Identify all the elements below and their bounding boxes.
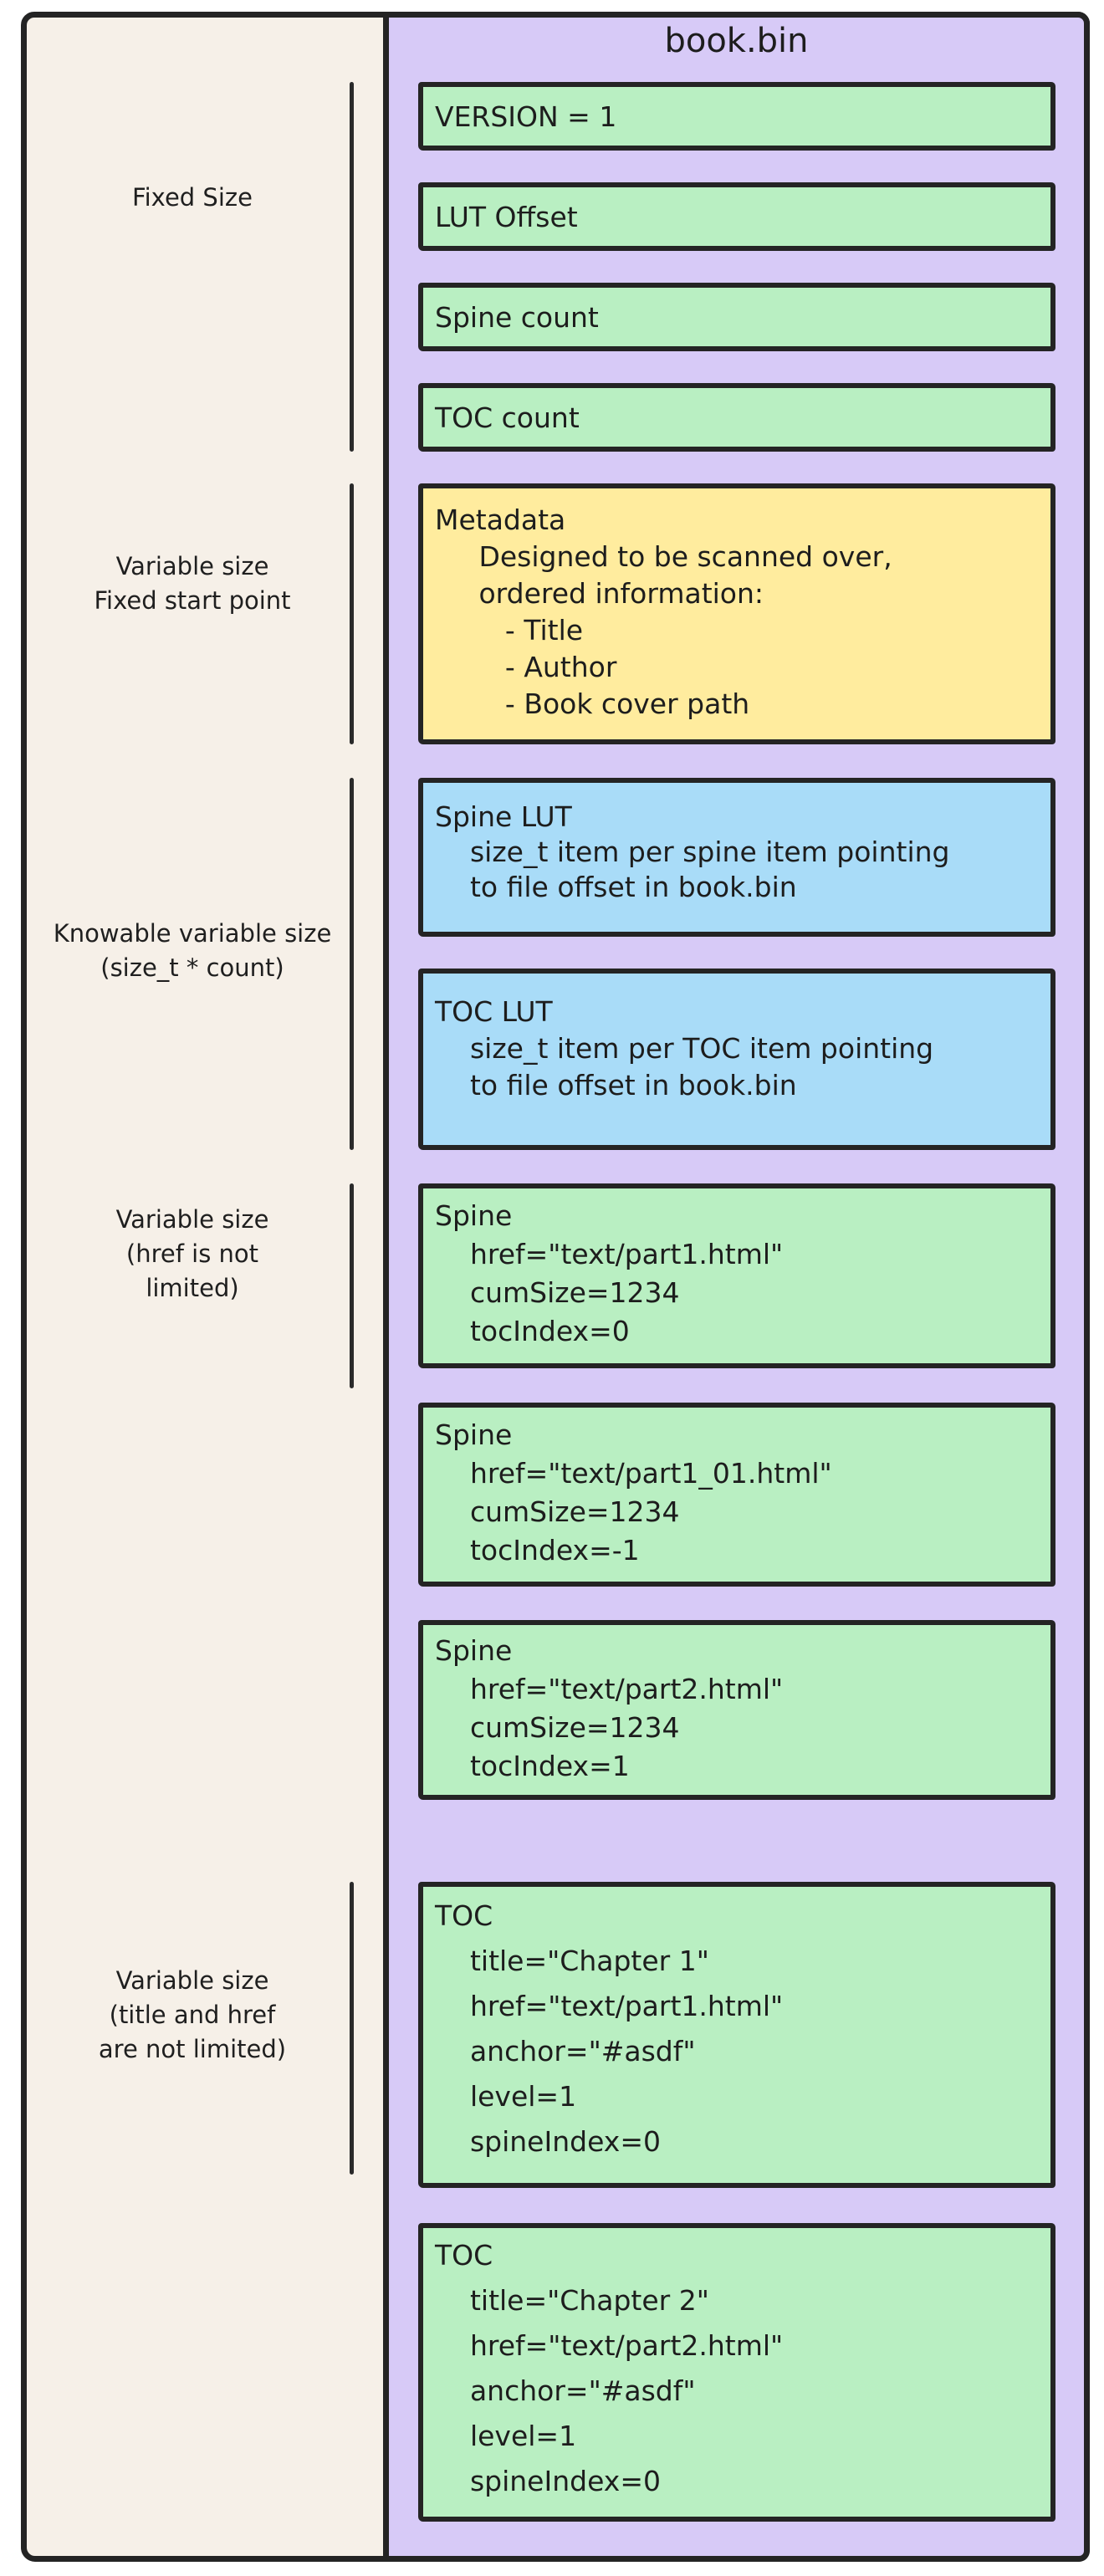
label-line: Fixed Size: [132, 183, 253, 212]
metadata-box: Metadata Designed to be scanned over, or…: [418, 483, 1055, 744]
box-line: tocIndex=-1: [435, 1534, 640, 1567]
section-bracket-variable-fixed-start: [350, 483, 354, 744]
box-line: size_t item per TOC item pointing: [435, 1032, 934, 1065]
spine-record-box-2: Spine href="text/part1_01.html" cumSize=…: [418, 1403, 1055, 1587]
box-line: href="text/part1.html": [435, 1238, 784, 1270]
toc-lut-box: TOC LUT size_t item per TOC item pointin…: [418, 969, 1055, 1150]
box-line: TOC: [435, 2239, 493, 2272]
box-line: title="Chapter 1": [435, 1945, 709, 1977]
label-line: Fixed start point: [94, 586, 291, 615]
label-line: (href is not: [125, 1239, 259, 1268]
box-line: Spine LUT: [435, 800, 572, 833]
section-label-fixed-size: Fixed Size: [33, 181, 351, 215]
box-line: TOC count: [435, 401, 580, 434]
box-line: TOC LUT: [435, 995, 553, 1028]
label-line: (size_t * count): [100, 953, 284, 982]
label-line: are not limited): [98, 2035, 287, 2063]
box-line: Spine: [435, 1634, 513, 1667]
label-line: Knowable variable size: [53, 919, 332, 948]
book-bin-title: book.bin: [664, 22, 809, 60]
toc-record-box-1: TOC title="Chapter 1" href="text/part1.h…: [418, 1882, 1055, 2188]
section-label-knowable: Knowable variable size (size_t * count): [33, 917, 351, 985]
box-line: to file offset in book.bin: [435, 1069, 797, 1101]
box-line: Spine count: [435, 300, 599, 334]
field-box-version: VERSION = 1: [418, 82, 1055, 151]
box-line: level=1: [435, 2420, 577, 2452]
box-line: title="Chapter 2": [435, 2284, 709, 2317]
box-line: anchor="#asdf": [435, 2374, 696, 2407]
section-bracket-variable-href: [350, 1183, 354, 1388]
box-line: cumSize=1234: [435, 1276, 680, 1309]
box-line: cumSize=1234: [435, 1495, 680, 1528]
box-line: LUT Offset: [435, 200, 578, 233]
box-line: Spine: [435, 1199, 513, 1232]
box-line: cumSize=1234: [435, 1711, 680, 1744]
box-line: href="text/part1.html": [435, 1990, 784, 2022]
field-box-toc-count: TOC count: [418, 383, 1055, 452]
box-line: href="text/part2.html": [435, 2329, 784, 2362]
box-line: tocIndex=0: [435, 1315, 630, 1347]
box-line: to file offset in book.bin: [435, 871, 797, 903]
label-line: (title and href: [109, 2001, 276, 2029]
box-line: anchor="#asdf": [435, 2035, 696, 2067]
spine-record-box-3: Spine href="text/part2.html" cumSize=123…: [418, 1620, 1055, 1800]
box-line: Metadata: [435, 503, 566, 536]
box-line: spineIndex=0: [435, 2125, 661, 2158]
label-line: Variable size: [115, 1966, 269, 1995]
box-line: - Title: [435, 614, 584, 647]
spine-record-box-1: Spine href="text/part1.html" cumSize=123…: [418, 1183, 1055, 1368]
label-line: limited): [146, 1274, 239, 1302]
toc-record-box-2: TOC title="Chapter 2" href="text/part2.h…: [418, 2223, 1055, 2522]
box-line: TOC: [435, 1899, 493, 1932]
label-line: Variable size: [115, 552, 269, 580]
section-label-variable-fixed-start: Variable size Fixed start point: [33, 549, 351, 618]
box-line: size_t item per spine item pointing: [435, 836, 950, 868]
box-line: VERSION = 1: [435, 100, 617, 133]
box-line: Spine: [435, 1418, 513, 1451]
label-line: Variable size: [115, 1205, 269, 1234]
field-box-spine-count: Spine count: [418, 283, 1055, 351]
section-bracket-fixed-size: [350, 82, 354, 452]
spine-lut-box: Spine LUT size_t item per spine item poi…: [418, 778, 1055, 937]
box-line: href="text/part1_01.html": [435, 1457, 832, 1490]
section-label-variable-href: Variable size (href is not limited): [33, 1203, 351, 1306]
field-box-lut-offset: LUT Offset: [418, 182, 1055, 251]
box-line: ordered information:: [435, 577, 764, 610]
box-line: - Book cover path: [435, 687, 750, 720]
box-line: - Author: [435, 651, 617, 683]
box-line: href="text/part2.html": [435, 1673, 784, 1705]
section-label-variable-title-href: Variable size (title and href are not li…: [33, 1964, 351, 2067]
box-line: level=1: [435, 2080, 577, 2113]
section-bracket-variable-title-href: [350, 1882, 354, 2175]
box-line: tocIndex=1: [435, 1750, 630, 1782]
box-line: spineIndex=0: [435, 2465, 661, 2497]
section-bracket-knowable: [350, 778, 354, 1150]
box-line: Designed to be scanned over,: [435, 540, 892, 573]
